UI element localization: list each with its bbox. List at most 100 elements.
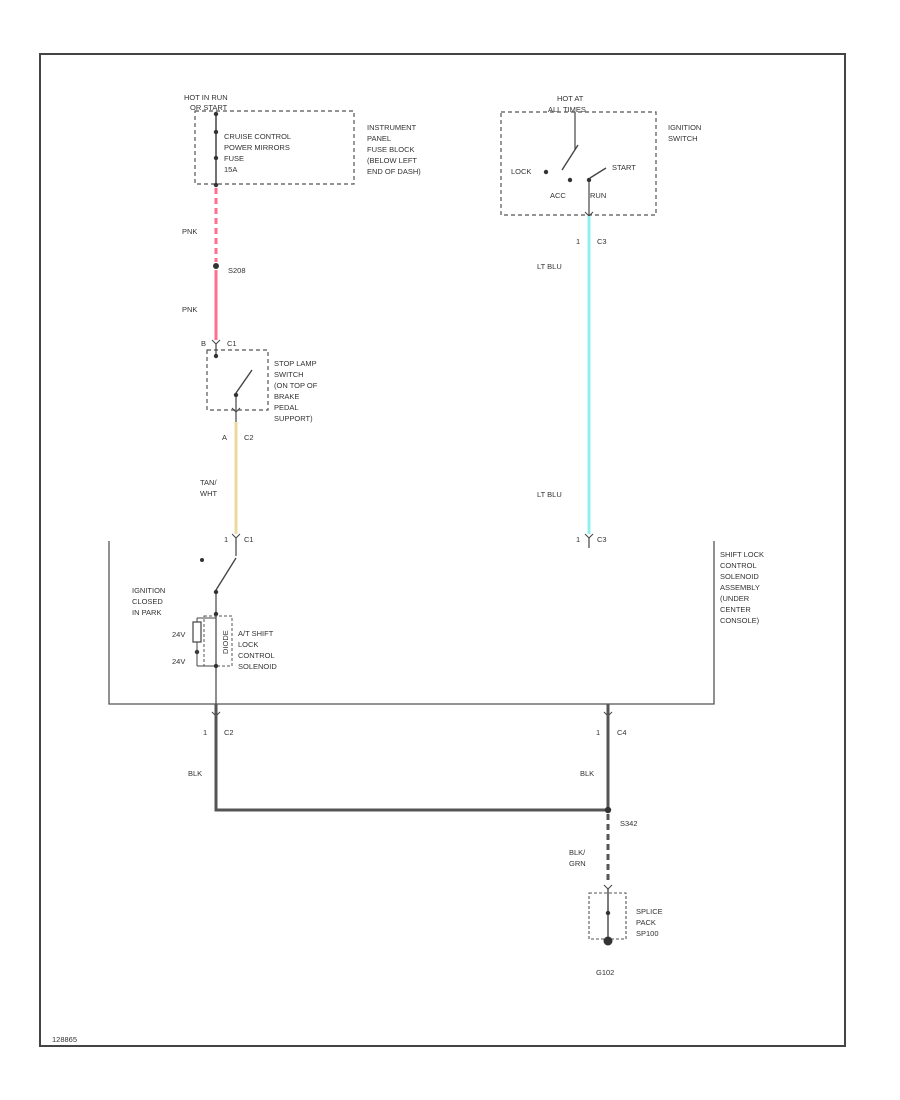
fuse-terminal [213,182,219,188]
stop-switch-out-conn: C2 [244,433,254,442]
splice-s208-label: S208 [228,266,246,275]
assembly-label: ASSEMBLY [720,583,760,592]
assembly-left-input-conn: C1 [244,535,254,544]
solenoid-label: A/T SHIFT [238,629,274,638]
assembly-left-output-conn: C2 [224,728,234,737]
ignition-name: SWITCH [668,134,698,143]
stop-switch-contact [233,392,239,398]
connector-c2-symbol [231,407,241,413]
assembly-label: SOLENOID [720,572,759,581]
assembly-label: CONTROL [720,561,757,570]
fuse-location: INSTRUMENT [367,123,417,132]
assembly-label: CONSOLE) [720,616,760,625]
splice-pack-label: SPLICE [636,907,663,916]
stop-switch-label: STOP LAMP [274,359,317,368]
connector-symbol [584,533,594,539]
stop-switch-blade [235,369,253,394]
wire-label-blk-grn: GRN [569,859,586,868]
ground-terminal [603,936,613,946]
assembly-left-output-pin: 1 [203,728,207,737]
ignition-pos-run: RUN [590,191,606,200]
stop-switch-out-pin: A [222,433,227,442]
wire-label-blk: BLK [188,769,202,778]
wire-label-tan-wht: TAN/ [200,478,217,487]
fuse-name: POWER MIRRORS [224,143,290,152]
fuse-block-box [194,110,355,185]
ignition-hot-label: HOT AT [557,94,584,103]
splice-s208-dot [213,263,219,269]
ignition-contact-acc [567,177,573,183]
park-switch-contact [200,558,204,562]
park-switch-contact [213,589,219,595]
fuse-rating: 15A [224,165,237,174]
ignition-conn-label: C3 [597,237,607,246]
fuse-hot-label: OR START [190,103,228,112]
ground-label: G102 [596,968,614,977]
splice-s342-dot [604,806,612,814]
fuse-name: FUSE [224,154,244,163]
ignition-switch: HOT AT ALL TIMES LOCK START ACC RUN IGNI… [500,94,701,246]
ignition-contact-lock [543,169,549,175]
assembly-right-output-pin: 1 [596,728,600,737]
wire-label-blk-grn: BLK/ [569,848,586,857]
solenoid-coil [192,621,202,643]
wire-label-lt-blu: LT BLU [537,262,562,271]
assembly-label: (UNDER [720,594,750,603]
solenoid-label: LOCK [238,640,258,649]
fuse-name: CRUISE CONTROL [224,132,291,141]
ignition-switch-blade [561,144,579,171]
wire-blk-left [214,704,606,812]
diagram-border [39,53,846,1047]
ignition-name: IGNITION [668,123,701,132]
splice-s342-label: S342 [620,819,638,828]
ignition-pos-start: START [612,163,636,172]
splice-pack-node [605,910,611,916]
splice-pack: SPLICE PACK SP100 [588,884,663,946]
ignition-pos-lock: LOCK [511,167,531,176]
assembly-right-output-conn: C4 [617,728,627,737]
fuse-location: (BELOW LEFT [367,156,417,165]
ignition-pos-acc: ACC [550,191,566,200]
connector-symbol [231,533,241,539]
ignition-switch-box [500,111,657,216]
splice-pack-label: SP100 [636,929,659,938]
ignition-run-blade [589,167,607,179]
wire-label-blk: BLK [580,769,594,778]
stop-switch-label: (ON TOP OF [274,381,318,390]
wire-label-pnk: PNK [182,227,197,236]
splice-pack-connector [603,884,613,890]
park-switch-blade [215,557,237,591]
diode-label: DIODE [221,630,230,654]
park-switch-label: CLOSED [132,597,163,606]
stop-lamp-switch: B C1 STOP LAMP SWITCH (ON TOP OF BRAKE P… [201,339,318,442]
wire-label-pnk: PNK [182,305,197,314]
fuse-terminal [213,111,219,117]
fuse-location: END OF DASH) [367,167,421,176]
stop-switch-in-conn: C1 [227,339,237,348]
solenoid-label: CONTROL [238,651,275,660]
wire-label-lt-blu: LT BLU [537,490,562,499]
fuse-location: FUSE BLOCK [367,145,415,154]
voltage-label: 24V [172,630,185,639]
solenoid-terminal [213,611,219,617]
stop-switch-label: SWITCH [274,370,304,379]
wire-label-tan-wht: WHT [200,489,217,498]
shift-lock-assembly: 1 C1 1 C3 IGNITION CLOSED IN PARK 24V 24… [108,533,764,705]
assembly-right-input-pin: 1 [576,535,580,544]
ignition-conn-pin: 1 [576,237,580,246]
fuse-hot-label: HOT IN RUN [184,93,228,102]
stop-switch-box [206,349,269,411]
fuse-terminal [213,129,219,135]
fuse-terminal [213,155,219,161]
park-switch-label: IGNITION [132,586,165,595]
voltage-label: 24V [172,657,185,666]
assembly-label: CENTER [720,605,751,614]
stop-switch-contact [213,353,219,359]
ignition-contact-run [586,177,592,183]
solenoid-terminal [213,663,219,669]
assembly-outline [108,541,715,705]
splice-pack-label: PACK [636,918,656,927]
stop-switch-label: PEDAL [274,403,299,412]
stop-switch-label: BRAKE [274,392,299,401]
